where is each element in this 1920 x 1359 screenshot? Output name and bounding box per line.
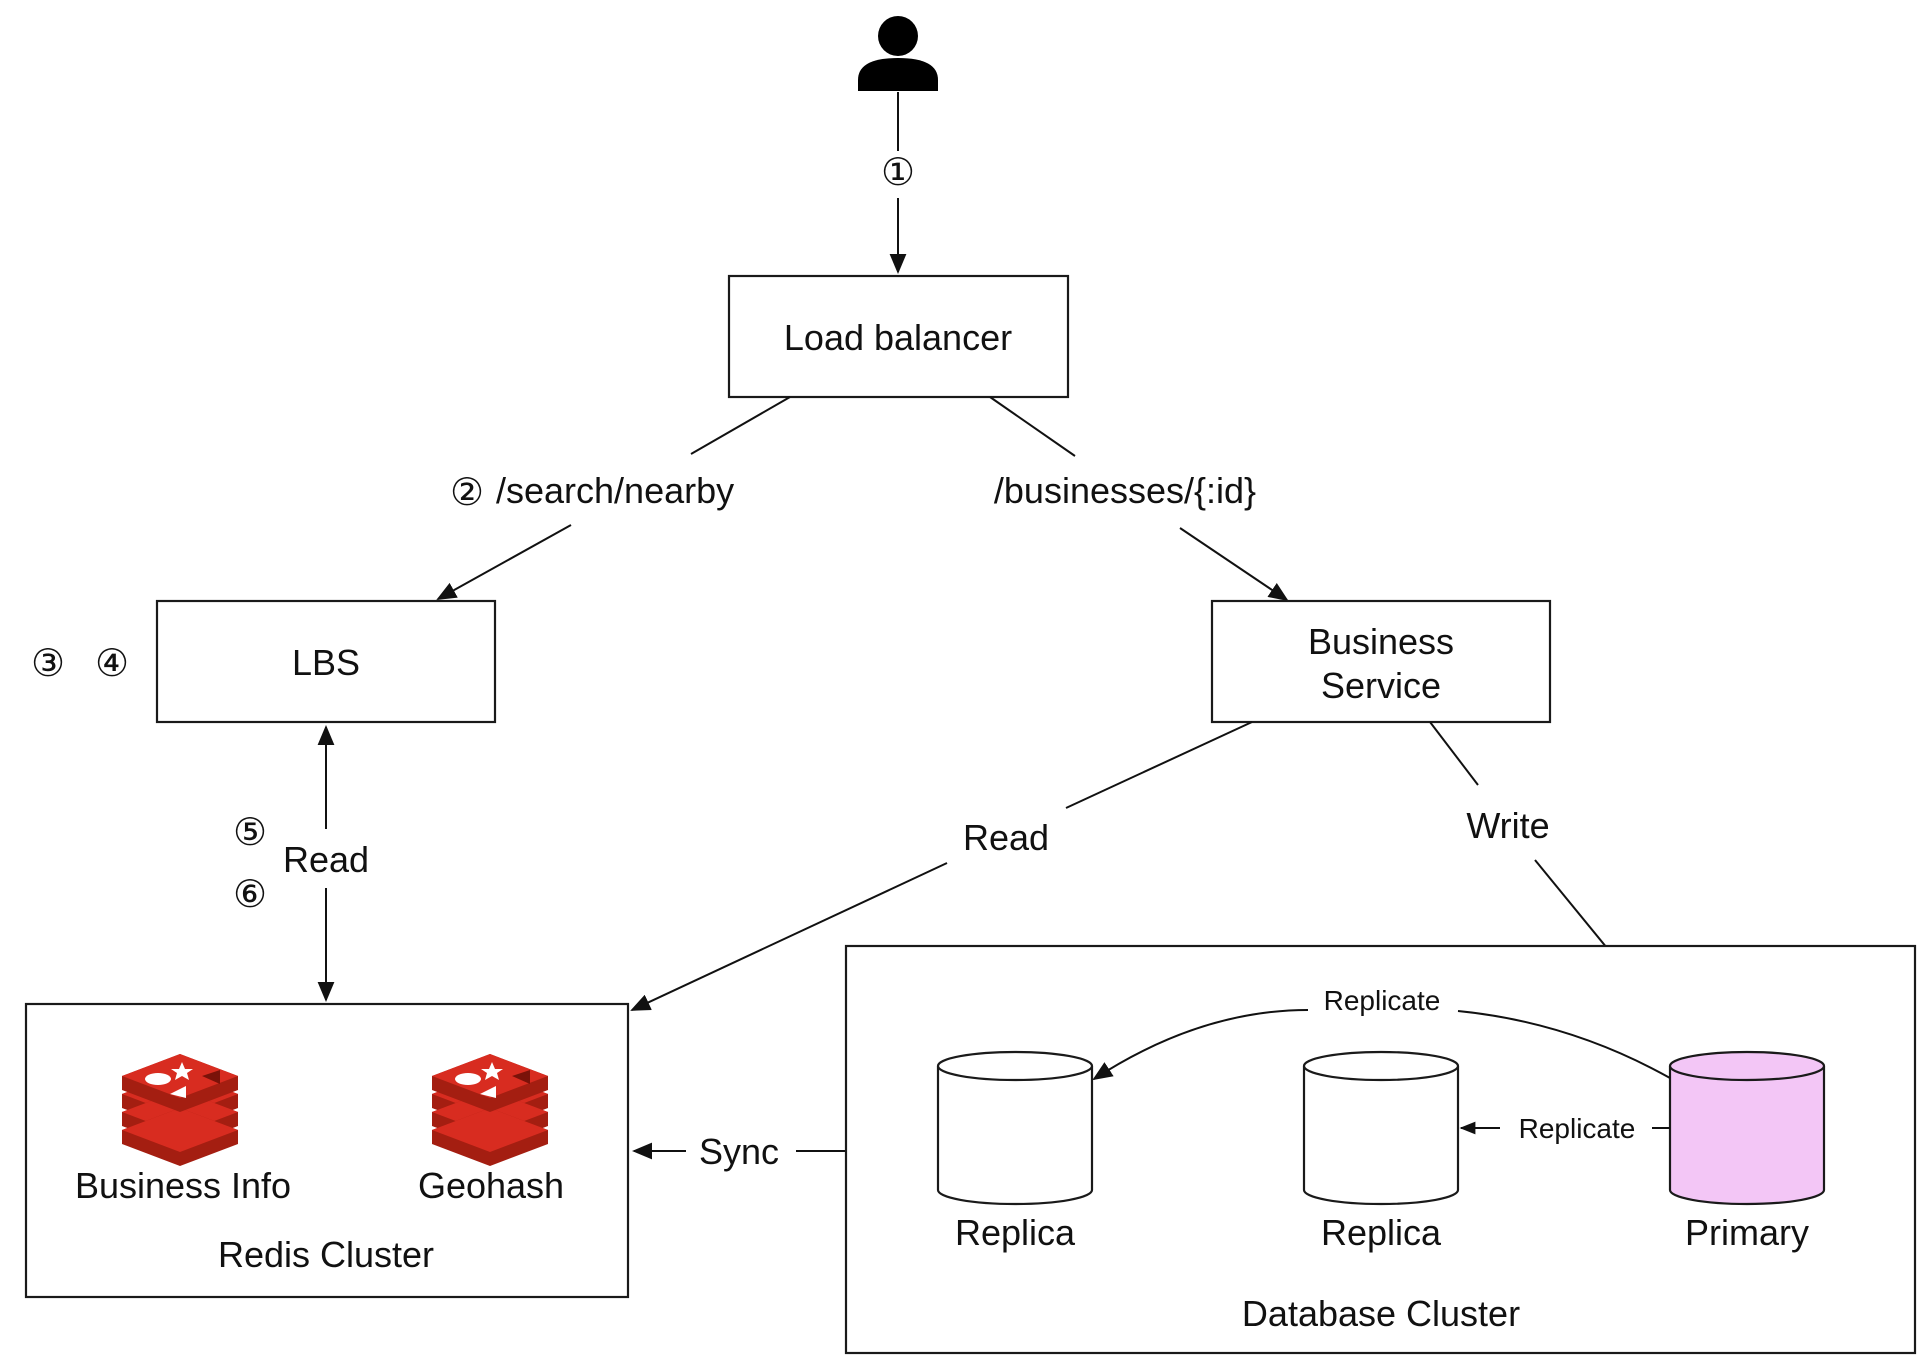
load-balancer-label: Load balancer: [784, 317, 1012, 358]
step-3-label: ③: [31, 643, 65, 685]
primary-database-icon: [1668, 1050, 1826, 1206]
search-nearby-label: /search/nearby: [496, 470, 734, 511]
bs-redis-read-label: Read: [963, 817, 1049, 858]
step-4-label: ④: [95, 643, 129, 685]
step-2-label: ②: [450, 472, 484, 514]
edge-lb-to-lbs-upper: [690, 396, 791, 455]
step-5-label: ⑤: [233, 812, 267, 854]
lbs-label: LBS: [292, 642, 360, 683]
primary-label: Primary: [1685, 1212, 1809, 1253]
edge-bs-redis-read-upper: [1065, 721, 1253, 809]
businesses-id-label: /businesses/{:id}: [994, 470, 1256, 511]
database-cluster-title: Database Cluster: [1242, 1293, 1520, 1334]
business-service-label-line2: Service: [1321, 665, 1441, 706]
business-service-box: [1210, 599, 1552, 724]
edge-replicate-1-left: [1092, 1009, 1309, 1081]
load-balancer-box: [727, 274, 1070, 399]
edge-lb-to-lbs-lower: [436, 524, 572, 600]
step-6-label: ⑥: [233, 874, 267, 916]
sync-label: Sync: [699, 1131, 779, 1172]
lbs-redis-read-label: Read: [283, 839, 369, 880]
redis-cluster-title: Redis Cluster: [218, 1234, 434, 1275]
edge-lb-to-bs-upper: [989, 396, 1076, 457]
person-icon: [858, 16, 938, 91]
edge-bs-redis-read-lower: [630, 862, 948, 1011]
step-1-label: ①: [881, 152, 915, 194]
redis-icon-business-info: [122, 1054, 238, 1166]
redis-icon-geohash: [432, 1054, 548, 1166]
replica-1-label: Replica: [955, 1212, 1076, 1253]
edge-bs-write-upper: [1429, 721, 1479, 786]
business-service-label-line1: Business: [1308, 621, 1454, 662]
replicate-2-label: Replicate: [1519, 1113, 1636, 1144]
edge-replicate-1-right: [1457, 1010, 1671, 1079]
business-info-label: Business Info: [75, 1165, 291, 1206]
edge-lb-to-bs-lower: [1179, 527, 1289, 602]
lbs-box: [155, 599, 497, 724]
replicate-1-label: Replicate: [1324, 985, 1441, 1016]
replica-2-label: Replica: [1321, 1212, 1442, 1253]
write-label: Write: [1466, 805, 1549, 846]
geohash-label: Geohash: [418, 1165, 564, 1206]
replica-1-database-icon: [936, 1050, 1094, 1206]
replica-2-database-icon: [1302, 1050, 1460, 1206]
